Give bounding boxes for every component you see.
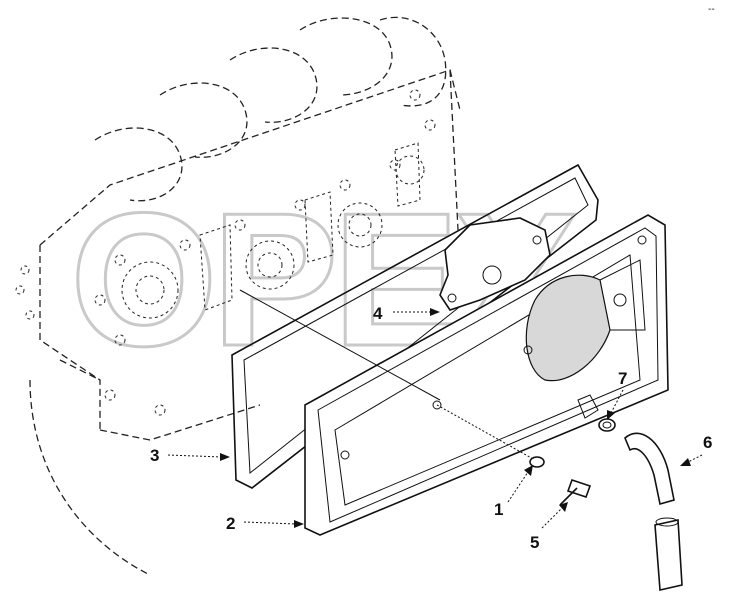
callout-label-6: 6	[703, 433, 712, 452]
callout-label-5: 5	[530, 533, 539, 552]
callout-arrows	[167, 308, 703, 529]
callout-label-1: 1	[494, 500, 503, 519]
valve-cover-part-2	[304, 214, 669, 536]
corner-mark: --	[708, 4, 715, 15]
breather-hose-part-6	[624, 432, 683, 591]
callout-label-7: 7	[618, 369, 627, 388]
callout-label-4: 4	[373, 304, 383, 323]
engine-block	[15, 16, 461, 576]
clamp-part-7	[598, 418, 616, 432]
bolt-part-5	[559, 478, 592, 506]
baffle-plate-part-4	[439, 217, 551, 311]
callout-label-2: 2	[226, 514, 235, 533]
callout-label-3: 3	[150, 446, 159, 465]
washer-part-1	[529, 456, 545, 468]
assembly-leader-line	[239, 289, 441, 401]
assembly-leader-line	[436, 404, 536, 461]
